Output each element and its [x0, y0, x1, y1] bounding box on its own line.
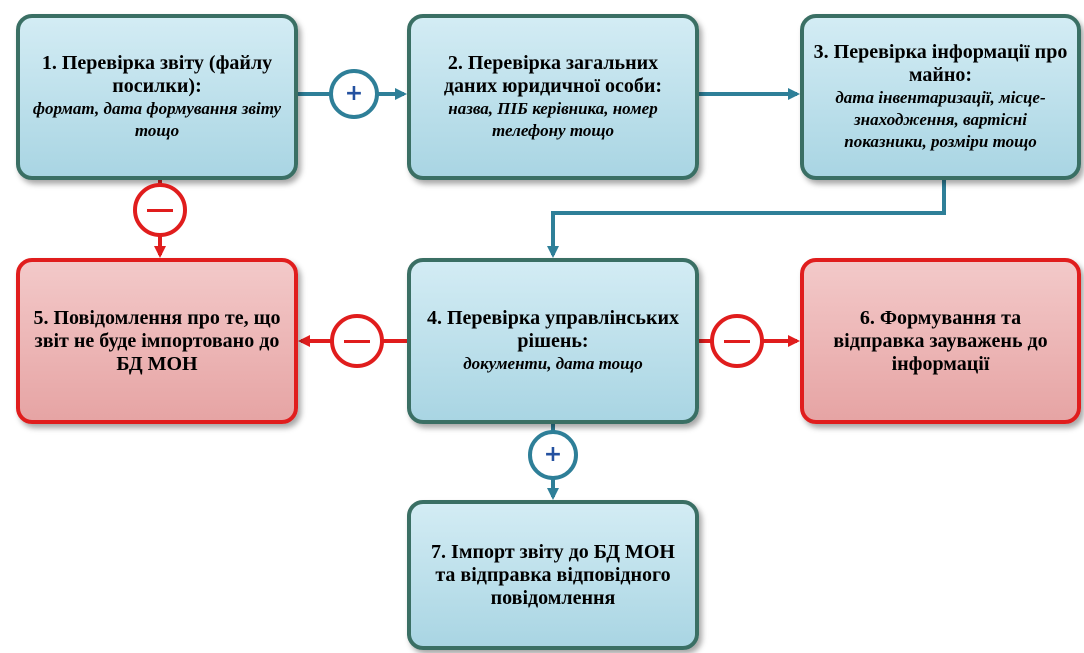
- minus-sign: [147, 208, 173, 212]
- node-1-detail: формат, дата формування звіту тощо: [32, 99, 282, 140]
- node-3-property-check: 3. Перевірка інформації про майно: дата …: [800, 14, 1081, 180]
- node-3-detail: дата інвентаризації, місце-знаходження, …: [835, 88, 1046, 151]
- node-2-legal-entity-check: 2. Перевірка загальних даних юридичної о…: [407, 14, 699, 180]
- minus-sign: [724, 339, 750, 343]
- node-1-report-check: 1. Перевірка звіту (файлу посилки): форм…: [16, 14, 298, 180]
- arrow-n3-to-n4: [547, 180, 946, 258]
- node-2-title: 2. Перевірка загальних даних юридичної о…: [443, 52, 663, 97]
- node-4-management-decisions-check: 4. Перевірка управлінських рішень: докум…: [407, 258, 699, 424]
- node-5-title: 5. Повідомлення про те, що звіт не буде …: [33, 306, 281, 375]
- plus-circle-icon: +: [329, 69, 379, 119]
- node-6-remarks-sending: 6. Формування та відправка зауважень до …: [800, 258, 1081, 424]
- node-3-title: 3. Перевірка інформації про майно:: [813, 41, 1068, 86]
- minus-circle-icon: [133, 183, 187, 237]
- node-2-detail: назва, ПІБ керівника, номер телефону тощ…: [448, 99, 658, 140]
- minus-circle-icon: [710, 314, 764, 368]
- plus-sign: +: [543, 442, 563, 467]
- node-7-import-report: 7. Імпорт звіту до БД МОН та відправка в…: [407, 500, 699, 650]
- plus-circle-icon: +: [528, 430, 578, 480]
- node-6-title: 6. Формування та відправка зауважень до …: [833, 306, 1048, 375]
- node-1-title: 1. Перевірка звіту (файлу посилки):: [41, 52, 273, 97]
- node-7-title: 7. Імпорт звіту до БД МОН та відправка в…: [431, 540, 675, 609]
- node-4-title: 4. Перевірка управлінських рішень:: [426, 307, 680, 352]
- plus-sign: +: [344, 81, 364, 106]
- minus-sign: [344, 339, 370, 343]
- minus-circle-icon: [330, 314, 384, 368]
- node-4-detail: документи, дата тощо: [463, 354, 643, 373]
- node-5-rejection-notice: 5. Повідомлення про те, що звіт не буде …: [16, 258, 298, 424]
